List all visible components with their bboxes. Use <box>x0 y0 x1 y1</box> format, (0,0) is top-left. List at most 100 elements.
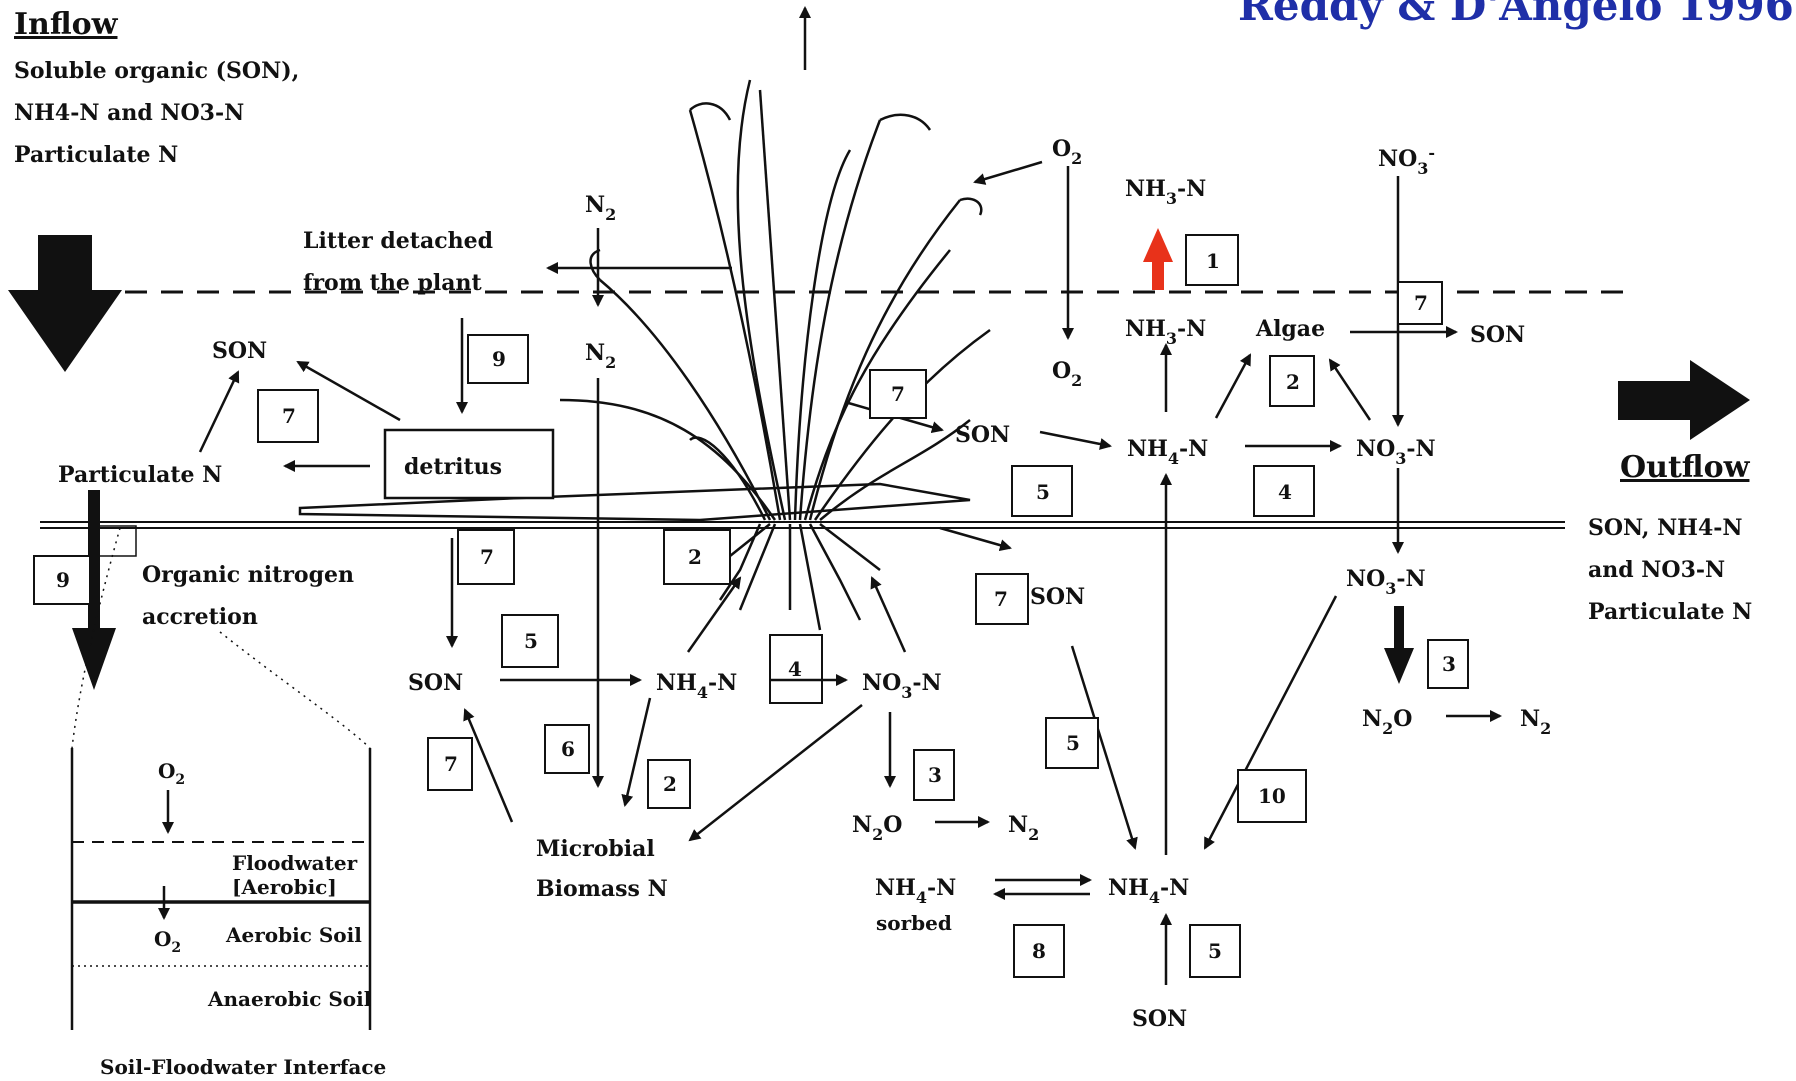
accretion-arrow-icon <box>72 490 116 690</box>
n2-soil: N2 <box>1008 812 1039 844</box>
son-to-nh4-soil-arrow <box>1070 645 1138 850</box>
no3-to-algae-arrow <box>1328 358 1372 421</box>
process-num-2b: 2 <box>688 545 702 569</box>
process-num-5b: 5 <box>524 629 538 653</box>
son-bottom: SON <box>1132 1006 1187 1032</box>
o2-top: O2 <box>1052 136 1082 168</box>
process-num-5c: 5 <box>1066 731 1080 755</box>
inset-anaerobic-soil: Anaerobic Soil <box>207 987 372 1011</box>
process-num-7e: 7 <box>444 752 458 776</box>
litter-label-1: Litter detached <box>303 228 493 254</box>
detritus-label: detritus <box>404 454 502 480</box>
process-num-7a: 7 <box>1414 291 1428 315</box>
litter-label-2: from the plant <box>303 270 482 296</box>
process-num-9a: 9 <box>492 347 506 371</box>
no3-soil: NO3-N <box>1346 566 1426 598</box>
process-box-3-soil <box>913 749 955 801</box>
process-box-7-soil <box>457 529 515 585</box>
soil-floodwater-inset: O2 Floodwater [Aerobic] O2 Aerobic Soil … <box>70 527 386 1079</box>
outflow-line3: Particulate N <box>1588 599 1752 625</box>
nh3-water: NH3-N <box>1125 316 1206 348</box>
process-box-2-microbial <box>647 759 691 809</box>
son-soil: SON <box>408 670 463 696</box>
process-num-10: 10 <box>1258 784 1286 808</box>
outflow-line1: SON, NH4-N <box>1588 515 1743 541</box>
inset-o2-top: O2 <box>158 759 185 788</box>
inflow-line2: NH4-N and NO3-N <box>14 100 244 126</box>
inflow-heading: Inflow <box>14 7 119 42</box>
outflow-line2: and NO3-N <box>1588 557 1725 583</box>
process-box-7-son <box>975 573 1029 625</box>
no3-soil-mid: NO3-N <box>862 670 942 702</box>
process-num-3a: 3 <box>928 763 942 787</box>
process-num-4b: 4 <box>788 657 802 681</box>
process-box-10 <box>1237 769 1307 823</box>
nh4-root-uptake-arrow <box>686 576 742 653</box>
process-box-7-detritus <box>257 389 319 443</box>
nh4-soil-bottom: NH4-N <box>1108 875 1189 907</box>
n2-right: N2 <box>1520 706 1551 738</box>
sorbed-label: sorbed <box>876 911 952 935</box>
detritus-to-son-arrow <box>296 360 401 422</box>
citation: Reddy & D'Angelo 1996 <box>1238 0 1794 30</box>
nh4-sorbed: NH4-N <box>875 875 956 907</box>
inset-floodwater: Floodwater <box>232 851 358 875</box>
process-num-5a: 5 <box>1036 480 1050 504</box>
no3-water: NO3-N <box>1356 436 1436 468</box>
process-num-4a: 4 <box>1278 480 1292 504</box>
process-box-2-algae-nh4 <box>1269 355 1315 407</box>
nh4-soil: NH4-N <box>656 670 737 702</box>
process-number-labels: 1 2 7 4 5 7 9 7 7 9 2 5 6 2 7 3 7 5 10 3… <box>56 249 1456 963</box>
son-upper-left: SON <box>212 338 267 364</box>
o2-to-plant-arrow <box>973 160 1043 185</box>
outflow-heading: Outflow <box>1620 450 1751 485</box>
organic-accretion-2: accretion <box>142 604 258 630</box>
process-box-8 <box>1013 924 1065 978</box>
process-box-9-litter <box>467 334 529 384</box>
process-num-7b: 7 <box>891 382 905 406</box>
process-num-7c: 7 <box>282 404 296 428</box>
process-num-5d: 5 <box>1208 939 1222 963</box>
process-box-4-water <box>1253 465 1315 517</box>
nh4-to-microbial-arrow <box>621 697 652 807</box>
microbial-label-2: Biomass N <box>536 876 668 902</box>
nh4-to-algae-arrow <box>1214 353 1252 419</box>
process-box-5-water <box>1011 465 1073 517</box>
n2-water: N2 <box>585 340 616 372</box>
son-soil-right: SON <box>1030 584 1085 610</box>
inset-caption: Soil-Floodwater Interface <box>100 1055 386 1079</box>
process-box-3-right <box>1427 639 1469 689</box>
inset-guide-right <box>219 631 371 749</box>
inflow-big-arrow-icon <box>8 235 122 372</box>
interface-marker-box <box>97 525 137 557</box>
process-box-6 <box>544 724 590 774</box>
root-box <box>769 634 823 704</box>
process-num-3b: 3 <box>1442 652 1456 676</box>
o2-water: O2 <box>1052 358 1082 390</box>
no3-to-microbial-arrow <box>688 704 863 842</box>
son-to-nh4-arrow <box>1039 430 1112 450</box>
denitrification-arrow-icon <box>1384 606 1414 684</box>
process-num-7f: 7 <box>994 587 1008 611</box>
process-num-1: 1 <box>1206 249 1220 273</box>
process-num-7d: 7 <box>480 545 494 569</box>
process-box-7-algae <box>1397 281 1443 325</box>
outflow-big-arrow-icon <box>1618 360 1750 440</box>
inset-aerobic-soil: Aerobic Soil <box>225 923 362 947</box>
process-box-5-soil <box>501 614 559 668</box>
process-num-9b: 9 <box>56 568 70 592</box>
process-num-8: 8 <box>1032 939 1046 963</box>
inset-guide-left <box>71 527 121 749</box>
inset-o2-soil: O2 <box>154 927 181 956</box>
process-box-5-bottom <box>1189 924 1241 978</box>
n2-top: N2 <box>585 192 616 224</box>
process-num-6: 6 <box>561 737 575 761</box>
process-box-9-accretion <box>33 555 91 605</box>
root-exudate-arrow <box>939 526 1012 552</box>
particulate-n-label: Particulate N <box>58 462 222 488</box>
inflow-block: Inflow Soluble organic (SON), NH4-N and … <box>8 7 299 372</box>
inset-aerobic-tag: [Aerobic] <box>232 875 337 899</box>
nh4-water: NH4-N <box>1127 436 1208 468</box>
organic-accretion-1: Organic nitrogen <box>142 562 354 588</box>
process-number-boxes <box>33 234 1469 978</box>
